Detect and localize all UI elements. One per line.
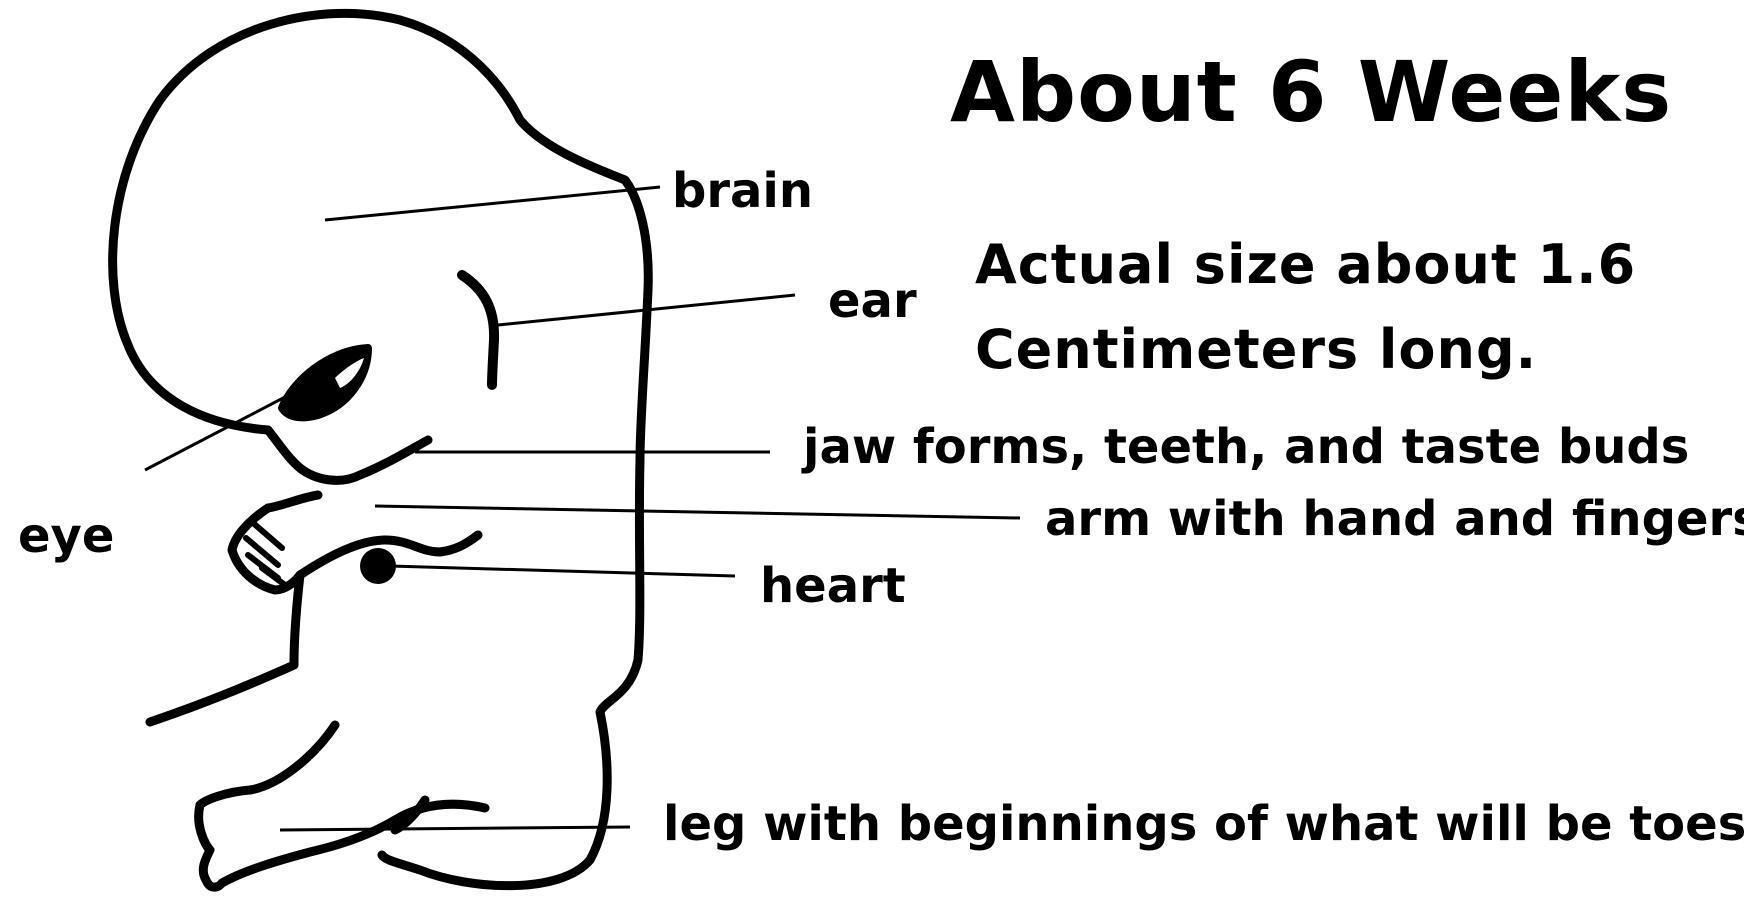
label-heart: heart <box>760 562 906 610</box>
leg-leader <box>280 827 630 830</box>
page-title: About 6 Weeks <box>950 50 1672 134</box>
label-brain: brain <box>672 167 813 215</box>
label-ear: ear <box>828 277 917 325</box>
face-contour <box>268 430 428 480</box>
arm-upper <box>268 495 318 508</box>
hand-shape <box>232 508 300 590</box>
arm-leader <box>375 506 1020 518</box>
label-jaw: jaw forms, teeth, and taste buds <box>803 423 1689 471</box>
eye-shape <box>282 348 368 417</box>
heart-leader <box>390 566 735 576</box>
label-eye: eye <box>18 512 114 560</box>
label-leg: leg with beginnings of what will be toes <box>663 800 1744 848</box>
leg-upper <box>200 725 335 805</box>
label-arm: arm with hand and fingers <box>1045 495 1744 543</box>
brain-leader <box>325 187 660 220</box>
embryo-outline <box>113 13 649 885</box>
ear-shape <box>462 275 494 385</box>
size-note-line1: Actual size about 1.6 <box>975 238 1636 292</box>
torso-front <box>150 575 300 722</box>
size-note-line2: Centimeters long. <box>975 323 1537 377</box>
